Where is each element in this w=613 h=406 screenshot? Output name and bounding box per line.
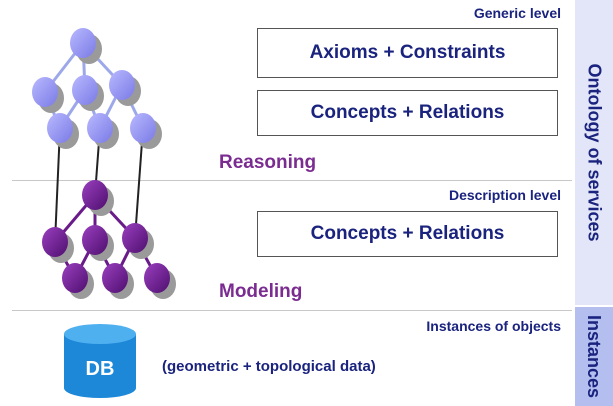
generic-node — [130, 113, 162, 149]
description-node — [42, 227, 74, 263]
generic-tree-nodes — [32, 28, 162, 149]
generic-node — [87, 113, 119, 149]
generic-node — [72, 75, 104, 111]
ontology-graph — [32, 28, 176, 299]
divider-description-instances — [12, 310, 572, 311]
axioms-box: Axioms + Constraints — [257, 28, 558, 78]
database: DB — [62, 322, 138, 400]
divider-generic-description — [12, 180, 572, 181]
reasoning-label: Reasoning — [219, 152, 317, 173]
description-node — [62, 263, 94, 299]
ontology-sidebar-label: Ontology of services — [584, 63, 605, 242]
instances-sidebar: Instances — [575, 307, 613, 406]
data-description-text: (geometric + topological data) — [162, 358, 376, 375]
instances-level-label: Instances of objects — [426, 318, 561, 334]
database-cylinder-icon — [64, 324, 136, 398]
concepts-description-box: Concepts + Relations — [257, 211, 558, 257]
generic-level-label: Generic level — [473, 5, 561, 21]
generic-node — [32, 77, 64, 113]
description-node — [82, 180, 114, 216]
concepts-generic-box: Concepts + Relations — [257, 90, 558, 136]
generic-node — [47, 113, 79, 149]
description-node — [82, 225, 114, 261]
modeling-label: Modeling — [219, 281, 303, 302]
instances-sidebar-label: Instances — [584, 314, 605, 399]
description-node — [122, 223, 154, 259]
description-tree-nodes — [42, 180, 176, 299]
description-node — [102, 263, 134, 299]
generic-node — [70, 28, 102, 64]
description-node — [144, 263, 176, 299]
description-level-label: Description level — [448, 187, 561, 203]
database-label: DB — [85, 358, 115, 380]
generic-node — [109, 70, 141, 106]
ontology-sidebar: Ontology of services — [575, 0, 613, 305]
